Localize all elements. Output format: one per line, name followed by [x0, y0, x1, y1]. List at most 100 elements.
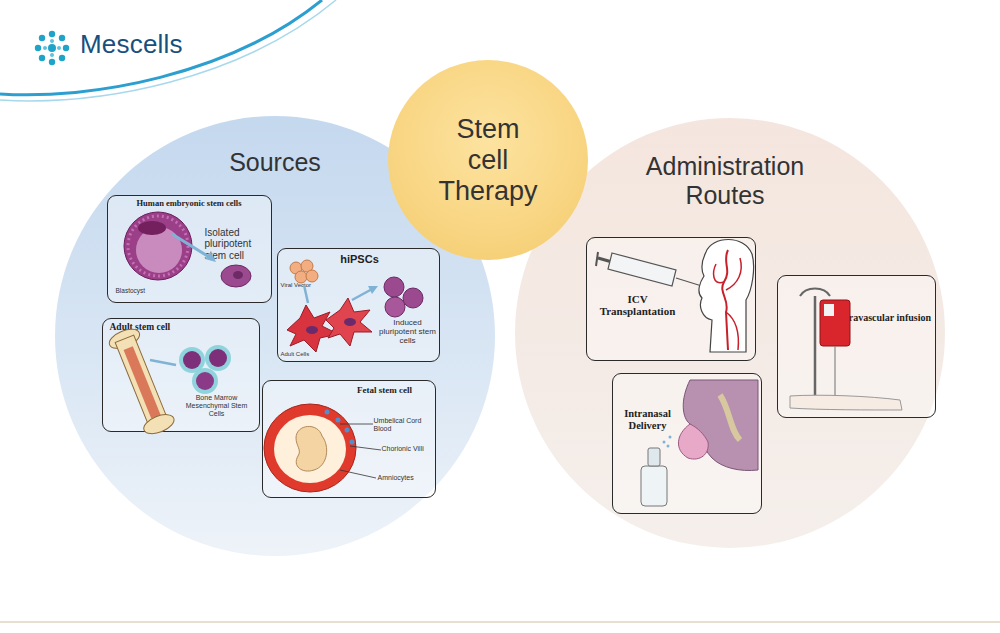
logo-dot	[39, 55, 45, 61]
logo-dot	[48, 44, 56, 52]
iv-bag-label	[824, 304, 834, 316]
node-heading: Human embryonic stem cells	[111, 199, 268, 209]
syringe-plunger	[598, 258, 612, 262]
induced-cell	[403, 288, 423, 308]
arrow-shaft	[352, 288, 374, 300]
leader-line	[340, 470, 376, 478]
icv-illustration	[596, 240, 754, 353]
node-label: Blastocyst	[116, 287, 166, 294]
node-heading: Adult stem cell	[110, 322, 220, 333]
fetal-illustration	[264, 404, 381, 492]
spray-bottle	[641, 466, 667, 506]
logo-text: Mescells	[80, 30, 280, 60]
arrow-shaft	[304, 285, 308, 303]
blood-vessel	[714, 264, 724, 283]
node-label: Amniocytes	[378, 474, 430, 482]
node-heading: hiPSCs	[290, 253, 430, 266]
arm	[790, 395, 902, 410]
route-box: Intranasal Delivery	[612, 373, 762, 514]
node-label: Chorionic Villi	[382, 445, 428, 453]
node-label: Adult Cells	[281, 351, 321, 358]
route-box: ICV Transplantation	[586, 237, 756, 361]
villi-dot	[325, 410, 330, 415]
intranasal-illustration	[641, 380, 758, 506]
logo-dot	[57, 46, 61, 50]
induced-cell	[384, 277, 404, 297]
node-label: Umbelical Cord Blood	[374, 417, 426, 433]
arrow-shaft	[150, 360, 176, 365]
msc-nucleus	[196, 372, 214, 390]
node-heading: Intranasal Delivery	[617, 408, 679, 432]
node-heading: Fetal stem cell	[338, 385, 432, 395]
induced-cell	[385, 297, 405, 317]
bone-marrow	[124, 346, 161, 418]
node-label: Bone Marrow Mesenchymal Stem Cells	[178, 394, 256, 418]
logo-dot	[35, 45, 41, 51]
source-box: Adult stem cellBone Marrow Mesenchymal S…	[102, 318, 260, 432]
syringe-barrel	[608, 253, 676, 286]
spray-nozzle	[648, 448, 660, 466]
blastocyst-trophoblast	[128, 216, 188, 276]
msc-nucleus	[209, 349, 227, 367]
cell-nucleus	[306, 326, 318, 334]
source-box: Human embryonic stem cellsIsolated pluri…	[107, 195, 272, 303]
iv-bag	[820, 300, 850, 346]
villi-dot	[336, 418, 341, 423]
arrow-head	[205, 252, 216, 262]
bone-symbol	[107, 325, 177, 437]
logo-dot	[50, 39, 54, 43]
blastocyst-cavity	[136, 227, 182, 273]
cell-nucleus	[344, 318, 356, 326]
spray-drop	[667, 445, 670, 448]
syringe-plunger-end	[596, 252, 598, 266]
bone-end	[107, 325, 143, 352]
node-heading: Administration Routes	[615, 152, 835, 210]
msc-cell	[179, 347, 205, 373]
blastocyst-illustration	[124, 212, 251, 287]
logo-dot	[50, 53, 54, 57]
viral-particle	[290, 262, 302, 274]
logo-dot	[59, 55, 65, 61]
logo-dot	[63, 45, 69, 51]
node-heading: Intravascular infusion	[836, 312, 932, 324]
node-heading: Sources	[195, 148, 355, 177]
logo-icon	[35, 31, 69, 65]
iv-hook	[800, 289, 830, 297]
leader-line	[350, 446, 381, 450]
viral-particle	[306, 270, 318, 282]
source-box: hiPSCsViral VectorAdult CellsInduced plu…	[277, 248, 440, 362]
arrow-head	[368, 286, 378, 294]
header-arc	[0, 0, 322, 95]
head-outline	[699, 240, 754, 353]
iv-illustration	[790, 289, 902, 411]
viral-particle	[301, 260, 313, 272]
iv-tube	[835, 346, 860, 400]
pluripotent-cell	[221, 265, 251, 287]
iv-pole	[814, 296, 817, 398]
logo-dot	[43, 46, 47, 50]
villi-dot	[350, 440, 355, 445]
nasal-passage	[720, 395, 740, 440]
blood-vessel	[726, 258, 741, 290]
route-box: Intravascular infusion	[777, 275, 936, 418]
leader-line	[340, 424, 373, 425]
blastocyst-outer	[124, 212, 192, 280]
face-profile	[683, 380, 758, 471]
adult-stem-cell-illustration	[107, 325, 231, 437]
syringe-needle	[676, 278, 705, 287]
spray-drop	[669, 436, 672, 439]
spray-drop	[663, 441, 666, 444]
inner-cell-mass	[138, 221, 166, 235]
bone-end	[141, 411, 177, 438]
blood-vessel	[726, 312, 738, 350]
node-heading: ICV Transplantation	[590, 293, 686, 318]
node-label: Isolated pluripotent stem cell	[205, 227, 267, 262]
node-label: Induced pluripotent stem cells	[379, 318, 437, 346]
logo-dot	[49, 59, 55, 65]
logo-dot	[59, 35, 65, 41]
viral-particle	[295, 271, 307, 283]
msc-nucleus	[183, 351, 201, 369]
center-circle: Stem cell Therapy	[388, 60, 588, 260]
header-arc-light	[0, 0, 336, 101]
